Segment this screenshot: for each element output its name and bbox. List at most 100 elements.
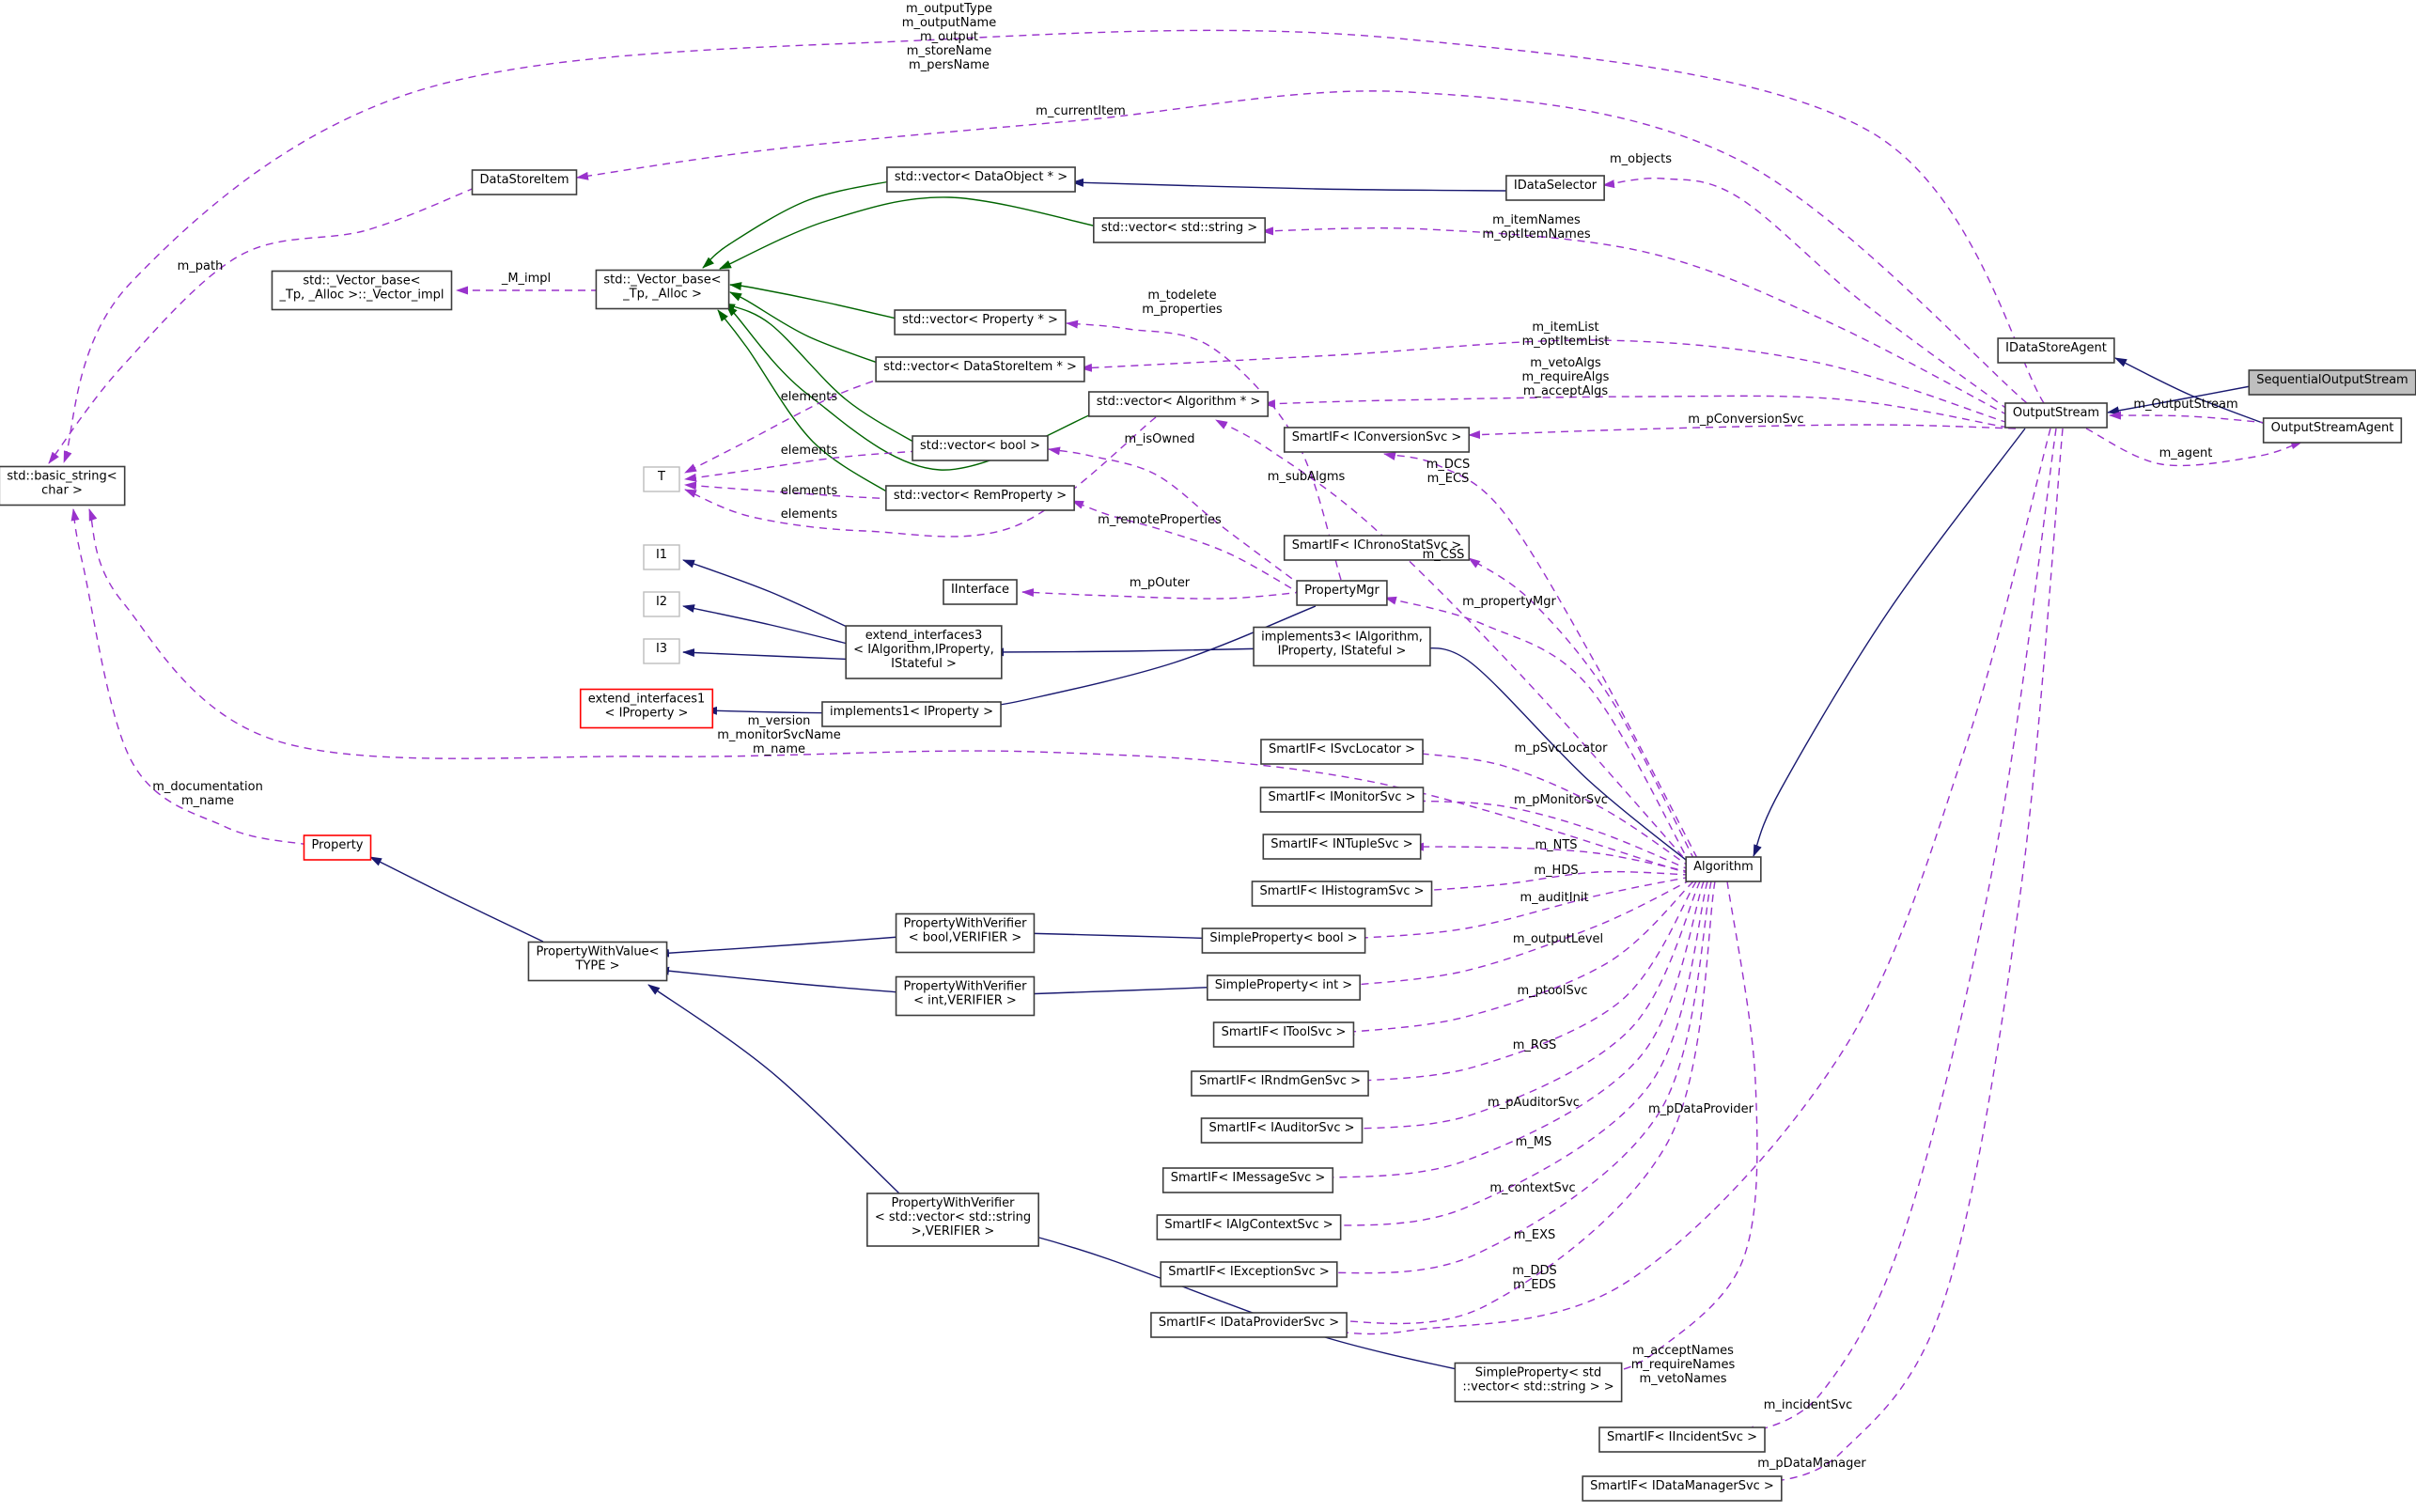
node-smartIFException[interactable]: SmartIF< IExceptionSvc >	[1160, 1261, 1338, 1287]
node-smartIFDataManager[interactable]: SmartIF< IDataManagerSvc >	[1582, 1475, 1783, 1502]
node-sequentialOutputStream[interactable]: SequentialOutputStream	[2248, 369, 2416, 396]
node-smartIFConversion[interactable]: SmartIF< IConversionSvc >	[1283, 427, 1471, 453]
node-smartIFMonitor[interactable]: SmartIF< IMonitorSvc >	[1259, 787, 1425, 813]
edge-propertyMgr-to-iInterface	[1021, 588, 1303, 600]
node-iDataSelector[interactable]: IDataSelector	[1505, 175, 1605, 201]
node-label: std::vector< DataObject * >	[895, 170, 1068, 184]
edge-label: _M_impl	[501, 272, 551, 286]
node-basicString[interactable]: std::basic_string<char >	[0, 465, 126, 507]
node-smartIFRndmGen[interactable]: SmartIF< IRndmGenSvc >	[1191, 1070, 1369, 1097]
node-vecBool[interactable]: std::vector< bool >	[912, 435, 1049, 461]
edge-label: m_contextSvc	[1489, 1181, 1575, 1195]
node-label: I3	[656, 642, 667, 656]
node-iDataStoreAgent[interactable]: IDataStoreAgent	[1997, 337, 2115, 364]
edge-label: m_outputLevel	[1513, 932, 1603, 946]
node-vectorBase[interactable]: std::_Vector_base<_Tp, _Alloc >	[595, 269, 730, 310]
node-label: std::vector< std::string >	[1101, 221, 1257, 235]
node-propertyMgr[interactable]: PropertyMgr	[1296, 580, 1388, 606]
edge-vecProperty-to-vectorBase	[729, 282, 901, 320]
edge-pwvInt-to-propWithValue	[657, 966, 912, 994]
edge-simplePropBool-to-pwvBool	[1021, 928, 1224, 940]
node-smartIFTool[interactable]: SmartIF< IToolSvc >	[1212, 1021, 1355, 1048]
edge-simplePropInt-to-pwvInt	[1021, 986, 1226, 999]
node-label: IInterface	[951, 583, 1009, 597]
node-smartIFMessage[interactable]: SmartIF< IMessageSvc >	[1161, 1167, 1334, 1193]
edge-algorithm-to-smartIFNTuple	[1411, 842, 1691, 873]
edge-label: m_incidentSvc	[1764, 1398, 1852, 1412]
edge-algorithm-to-smartIFException	[1316, 881, 1712, 1277]
node-smartIFAuditor[interactable]: SmartIF< IAuditorSvc >	[1200, 1117, 1364, 1144]
edge-label: m_pMonitorSvc	[1514, 793, 1608, 807]
node-I1[interactable]: I1	[643, 544, 680, 570]
node-smartIFNTuple[interactable]: SmartIF< INTupleSvc >	[1262, 834, 1422, 860]
node-I3[interactable]: I3	[643, 638, 680, 664]
node-extendInterfaces1[interactable]: extend_interfaces1< IProperty >	[579, 688, 714, 729]
node-vecDataObject[interactable]: std::vector< DataObject * >	[886, 166, 1076, 193]
node-implements3[interactable]: implements3< IAlgorithm,IProperty, IStat…	[1253, 626, 1431, 667]
node-vecString[interactable]: std::vector< std::string >	[1093, 217, 1266, 243]
edge-extendInterfaces3-to-I1	[682, 559, 860, 633]
edge-label: m_agent	[2159, 446, 2213, 460]
node-label: SequentialOutputStream	[2256, 373, 2408, 387]
node-vectorImpl[interactable]: std::_Vector_base<_Tp, _Alloc >::_Vector…	[271, 270, 453, 311]
node-label: SmartIF< INTupleSvc >	[1270, 837, 1412, 851]
edge-outputStream-to-outputStreamAgent	[2085, 428, 2303, 467]
node-label: std::_Vector_base<_Tp, _Alloc >::_Vector…	[278, 274, 444, 303]
edge-propertyMgr-to-vecBool	[1048, 446, 1303, 587]
edge-label: m_pSvcLocator	[1515, 741, 1609, 756]
node-label: std::basic_string<char >	[7, 470, 117, 498]
edge-algorithm-to-smartIFAlgContext	[1317, 881, 1708, 1229]
node-property[interactable]: Property	[303, 834, 372, 861]
node-pwvInt[interactable]: PropertyWithVerifier< int,VERIFIER >	[895, 975, 1036, 1017]
node-pwvBool[interactable]: PropertyWithVerifier< bool,VERIFIER >	[895, 912, 1036, 954]
edge-property-to-basicString	[70, 508, 309, 846]
node-vecRemProperty[interactable]: std::vector< RemProperty >	[885, 485, 1075, 511]
node-simplePropInt[interactable]: SimpleProperty< int >	[1207, 974, 1361, 1001]
node-smartIFIncident[interactable]: SmartIF< IIncidentSvc >	[1598, 1426, 1766, 1453]
edge-outputStream-to-smartIFConversion	[1468, 424, 2017, 440]
node-label: Algorithm	[1693, 860, 1754, 874]
node-smartIFSvcLocator[interactable]: SmartIF< ISvcLocator >	[1260, 739, 1424, 765]
edge-vecString-to-vectorBase	[719, 196, 1102, 270]
node-outputStream[interactable]: OutputStream	[2004, 402, 2108, 429]
node-simplePropVecStr[interactable]: SimpleProperty< std::vector< std::string…	[1454, 1362, 1623, 1403]
node-simplePropBool[interactable]: SimpleProperty< bool >	[1201, 927, 1366, 954]
edge-pwvVecStr-to-propWithValue	[647, 984, 900, 1194]
edge-label: m_pDataProvider	[1648, 1102, 1754, 1116]
node-outputStreamAgent[interactable]: OutputStreamAgent	[2262, 417, 2403, 444]
edge-label: m_ptoolSvc	[1517, 984, 1587, 998]
edge-vecRemProperty-to-vectorBase	[717, 309, 894, 496]
node-smartIFAlgContext[interactable]: SmartIF< IAlgContextSvc >	[1156, 1214, 1342, 1240]
node-I2[interactable]: I2	[643, 591, 680, 617]
node-algorithm[interactable]: Algorithm	[1685, 856, 1762, 882]
node-label: std::vector< bool >	[920, 439, 1040, 453]
edge-outputStreamAgent-to-outputStream	[2109, 411, 2268, 424]
node-label: OutputStream	[2013, 406, 2099, 420]
edge-algorithm-to-smartIFMonitor	[1411, 797, 1691, 871]
node-vecDataStoreItem[interactable]: std::vector< DataStoreItem * >	[875, 356, 1085, 382]
node-vecProperty[interactable]: std::vector< Property * >	[894, 309, 1067, 335]
edge-label: m_CSS	[1423, 548, 1465, 562]
node-iInterface[interactable]: IInterface	[943, 579, 1018, 605]
node-extendInterfaces3[interactable]: extend_interfaces3< IAlgorithm,IProperty…	[845, 625, 1003, 679]
node-label: OutputStreamAgent	[2271, 421, 2394, 435]
node-implements1[interactable]: implements1< IProperty >	[821, 701, 1002, 727]
node-propWithValue[interactable]: PropertyWithValue<TYPE >	[527, 941, 668, 982]
edge-algorithm-to-simplePropBool	[1348, 876, 1691, 943]
edge-algorithm-to-basicString	[88, 508, 1691, 875]
edge-algorithm-to-simplePropVecStr	[1598, 881, 1758, 1376]
node-pwvVecStr[interactable]: PropertyWithVerifier< std::vector< std::…	[866, 1192, 1039, 1247]
node-T[interactable]: T	[643, 466, 680, 492]
node-smartIFChrono[interactable]: SmartIF< IChronoStatSvc >	[1283, 535, 1471, 561]
edge-algorithm-to-smartIFTool	[1342, 881, 1694, 1036]
edge-outputStream-to-smartIFDataManager	[1755, 428, 2064, 1486]
edge-label: elements	[781, 444, 838, 458]
node-smartIFHistogram[interactable]: SmartIF< IHistogramSvc >	[1251, 881, 1433, 907]
node-vecAlgorithm[interactable]: std::vector< Algorithm * >	[1087, 391, 1270, 417]
node-smartIFDataProvider[interactable]: SmartIF< IDataProviderSvc >	[1150, 1312, 1348, 1338]
edge-label: m_path	[178, 259, 224, 273]
node-dataStoreItem[interactable]: DataStoreItem	[471, 169, 578, 195]
